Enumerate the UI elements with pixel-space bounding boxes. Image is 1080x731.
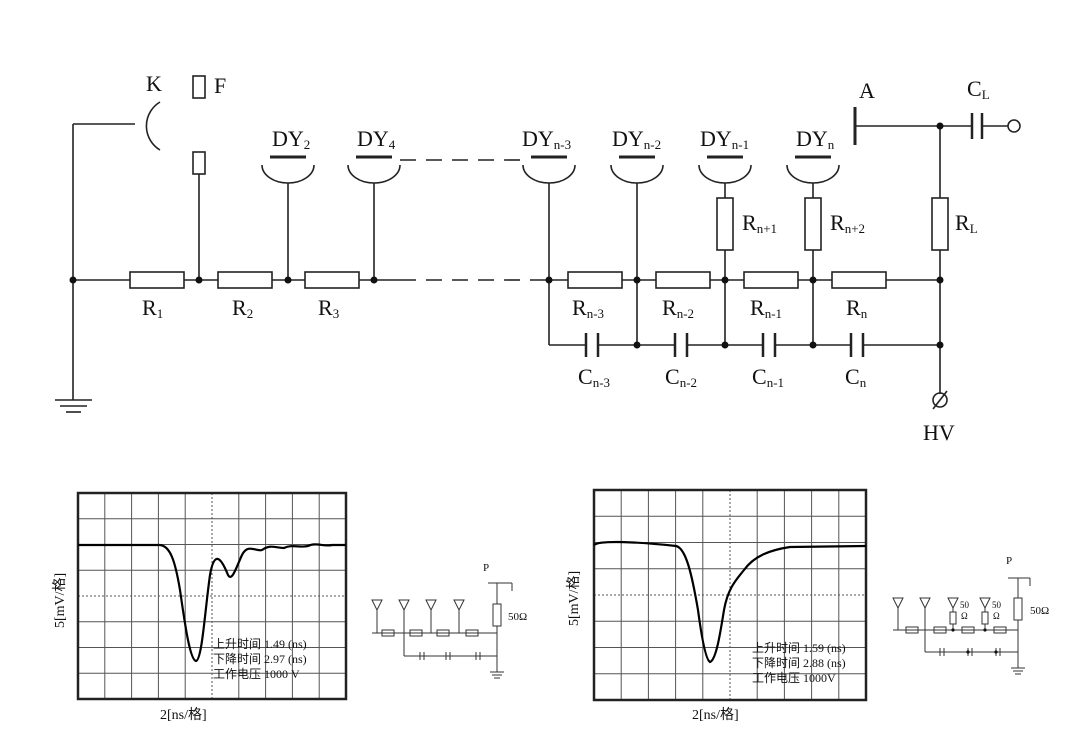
- resistor-label-r2: R2: [232, 295, 253, 321]
- mini2-series-2-unit: Ω: [993, 611, 1000, 621]
- resistor-r3: [304, 271, 360, 289]
- hv-label: HV: [923, 420, 955, 445]
- scope2-rise: 上升时间 1.59 (ns): [752, 641, 846, 655]
- junction-dots: [69, 122, 944, 349]
- cathode-symbol: [145, 101, 161, 151]
- resistor-label-rn-2: Rn-2: [662, 295, 694, 321]
- mini-circuit-2: [892, 577, 1031, 675]
- resistor-rn-1: [743, 271, 799, 289]
- scope2-fall: 下降时间 2.88 (ns): [752, 656, 846, 670]
- capacitor-label-cn-2: Cn-2: [665, 364, 697, 390]
- capacitor-label-cl: CL: [967, 76, 990, 102]
- resistor-rl: [931, 197, 949, 251]
- anode-label: A: [859, 78, 875, 103]
- scope1-rise: 上升时间 1.49 (ns): [213, 637, 307, 651]
- resistor-rn+1: [716, 197, 734, 251]
- mini2-resistor-label: 50Ω: [1030, 605, 1049, 617]
- output-terminal: [1007, 119, 1021, 133]
- dynode-dyn-3: [522, 155, 576, 345]
- dynode-dyn-1: [698, 155, 752, 345]
- mini1-probe-label: P: [483, 562, 489, 574]
- resistor-rn-2: [655, 271, 711, 289]
- capacitor-label-cn: Cn: [845, 364, 867, 390]
- dynode-label-dyn: DYn: [796, 126, 835, 152]
- scope2-y-label: 5[mV/格]: [566, 571, 582, 626]
- oscilloscope-trace-2: [592, 488, 868, 702]
- resistor-label-r3: R3: [318, 295, 339, 321]
- hv-terminal: [932, 392, 948, 408]
- scope1-y-label: 5[mV/格]: [52, 573, 68, 628]
- resistor-rn: [831, 271, 887, 289]
- dynode-dyn: [786, 155, 840, 345]
- dynode-label-dyn-1: DYn-1: [700, 126, 749, 152]
- capacitor-label-cn-3: Cn-3: [578, 364, 610, 390]
- mini2-probe-label: P: [1006, 555, 1012, 567]
- focus-label: F: [214, 73, 226, 98]
- scope1-fall: 下降时间 2.97 (ns): [213, 652, 307, 666]
- resistor-rn+2: [804, 197, 822, 251]
- mini2-series-1-value: 50: [960, 600, 970, 610]
- waveform-1: [78, 543, 346, 663]
- mini-circuit-1: [371, 582, 513, 679]
- waveform-2: [593, 540, 867, 664]
- scope2-x-label: 2[ns/格]: [692, 707, 739, 723]
- resistor-r2: [217, 271, 273, 289]
- dynode-label-dy2: DY2: [272, 126, 310, 152]
- dynode-label-dy4: DY4: [357, 126, 396, 152]
- scope1-voltage: 工作电压 1000 V: [213, 667, 300, 681]
- scope2-voltage: 工作电压 1000V: [752, 671, 836, 685]
- dynode-label-dyn-2: DYn-2: [612, 126, 661, 152]
- resistor-label-rn: Rn: [846, 295, 868, 321]
- mini1-resistor-label: 50Ω: [508, 611, 527, 623]
- focus-electrode-bottom: [192, 151, 206, 175]
- dynode-label-dyn-3: DYn-3: [522, 126, 571, 152]
- resistor-label-rn+1: Rn+1: [742, 210, 777, 236]
- resistor-label-rl: RL: [955, 210, 978, 236]
- dynode-dyn-2: [610, 155, 664, 345]
- dynode-dy2: [261, 155, 315, 280]
- oscilloscope-trace-1: [76, 491, 348, 701]
- resistor-label-rn-1: Rn-1: [750, 295, 782, 321]
- capacitor-label-cn-1: Cn-1: [752, 364, 784, 390]
- resistor-rn-3: [567, 271, 623, 289]
- resistor-label-rn-3: Rn-3: [572, 295, 604, 321]
- resistor-r1: [129, 271, 185, 289]
- mini2-series-1-unit: Ω: [961, 611, 968, 621]
- mini2-series-2-value: 50: [992, 600, 1002, 610]
- scope1-x-label: 2[ns/格]: [160, 707, 207, 723]
- cathode-label: K: [146, 71, 162, 96]
- resistor-label-r1: R1: [142, 295, 163, 321]
- resistor-label-rn+2: Rn+2: [830, 210, 865, 236]
- dynode-dy4: [347, 155, 401, 280]
- focus-electrode-top: [192, 75, 206, 99]
